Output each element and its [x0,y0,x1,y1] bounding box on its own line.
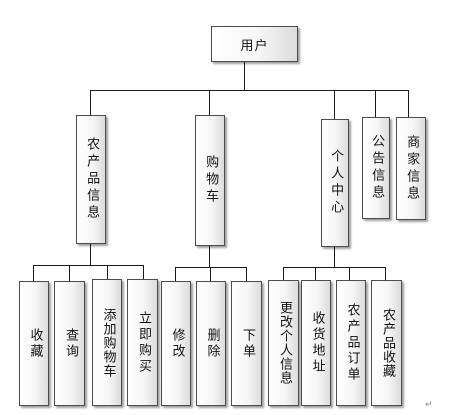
edit-profile-node: 更改个人信息 [268,280,299,406]
delete-label: 删除 [204,327,220,360]
product-orders-node: 农产品订单 [336,280,366,406]
shipping-address-node: 收货地址 [301,280,331,406]
product-orders-label: 农产品订单 [344,303,360,383]
add-to-cart-label: 添加购物车 [100,307,116,378]
favorite-node: 收藏 [19,281,49,406]
modify-node: 修改 [161,281,191,406]
product-favorites-label: 农产品收藏 [379,308,395,378]
delete-node: 删除 [196,281,226,406]
buy-now-label: 立即购买 [135,310,151,375]
query-label: 查询 [62,327,78,360]
announcements-label: 公告信息 [369,134,385,202]
personal-center-node: 个人中心 [321,119,349,247]
user-root-node: 用户 [211,26,298,62]
products-info-node: 农产品信息 [76,115,106,244]
modify-label: 修改 [169,327,185,360]
place-order-node: 下单 [231,281,262,406]
user-root-label: 用户 [240,38,269,54]
shipping-address-label: 收货地址 [309,311,325,375]
merchants-info-label: 商家信息 [404,134,420,203]
products-info-label: 农产品信息 [84,137,100,222]
product-favorites-node: 农产品收藏 [371,280,402,406]
edit-profile-label: 更改个人信息 [276,301,292,385]
place-order-label: 下单 [239,327,255,360]
announcements-node: 公告信息 [362,117,390,219]
buy-now-node: 立即购买 [127,279,158,406]
personal-center-label: 个人中心 [328,149,344,217]
query-node: 查询 [54,281,85,406]
add-to-cart-node: 添加购物车 [92,279,122,406]
shopping-cart-node: 购物车 [195,115,225,246]
merchants-info-node: 商家信息 [396,117,426,220]
paragraph-return-mark: ↵ [425,400,433,410]
favorite-label: 收藏 [27,327,43,360]
shopping-cart-label: 购物车 [203,155,219,206]
